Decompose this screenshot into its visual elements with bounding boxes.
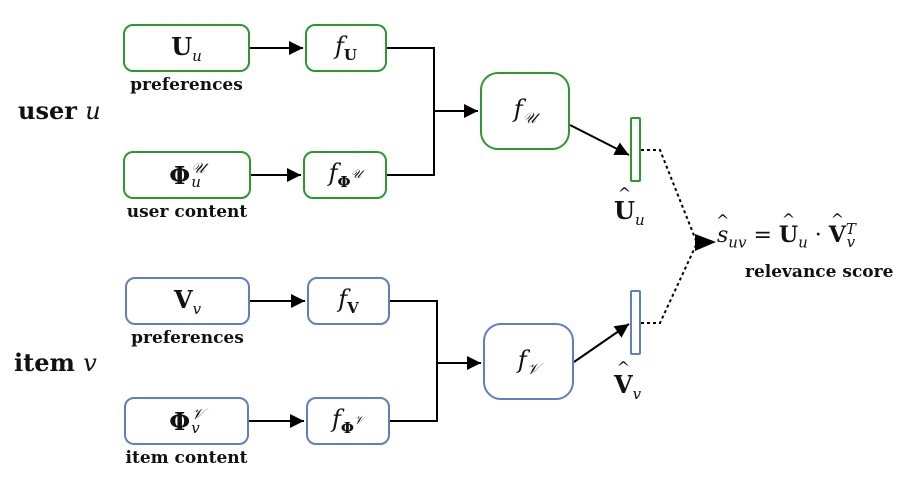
item-word: item	[14, 348, 75, 377]
Phi-sup: 𝒱	[191, 405, 204, 423]
f-symbol: f	[335, 32, 344, 61]
f-subsup: 𝒰	[350, 167, 362, 182]
Uhat-sub: u	[634, 210, 645, 229]
item-label: item v	[14, 348, 97, 377]
user-var: u	[85, 97, 101, 125]
item-preferences-box: Vv	[125, 277, 250, 325]
s-sub: uv	[728, 233, 747, 252]
Phi-symbol: Φ	[169, 160, 191, 190]
f-sub: Φ	[337, 172, 351, 191]
f-sub: V	[347, 298, 359, 317]
V-sub: v	[192, 299, 202, 318]
relevance-score-formula: suv = Uu · VTv	[717, 220, 856, 252]
transpose-sup: T	[845, 220, 856, 238]
Vhat-sub: v	[632, 384, 642, 403]
fPhiU-content-box: fΦ𝒰	[303, 151, 387, 199]
user-content-caption: user content	[126, 202, 248, 222]
Phi-sup: 𝒰	[191, 159, 205, 177]
f-subsup: 𝒱	[353, 413, 364, 428]
Phi-sub: u	[191, 173, 201, 191]
f-symbol: f	[338, 285, 348, 314]
f-sub: 𝒱	[526, 359, 540, 378]
f-sub: Φ	[340, 418, 354, 437]
Uhat-term-sub: u	[798, 233, 808, 252]
user-label: user u	[18, 96, 101, 125]
edge-merge-user	[387, 47, 435, 176]
fPhiV-content-box: fΦ𝒱	[306, 397, 390, 445]
f-symbol: f	[517, 345, 527, 374]
U-symbol: U	[171, 31, 193, 61]
fU-pref-box: fU	[305, 24, 387, 72]
item-embedding-bar	[630, 290, 641, 355]
relevance-score-caption: relevance score	[745, 262, 894, 282]
fV-combine-box: f𝒱	[483, 323, 574, 400]
user-word: user	[18, 96, 77, 125]
fU-combine-box: f𝒰	[480, 72, 570, 150]
Vhat-symbol: V	[614, 370, 633, 399]
s-hat: s	[717, 223, 728, 248]
U-sub: u	[192, 46, 202, 65]
Uhat-term: U	[779, 222, 798, 248]
user-embedding-bar	[630, 117, 641, 182]
Uhat-symbol: U	[614, 196, 635, 225]
item-content-caption: item content	[125, 448, 248, 468]
user-preferences-box: Uu	[123, 24, 250, 72]
f-symbol: f	[332, 405, 341, 434]
Phi-sub: v	[191, 419, 200, 437]
f-symbol: f	[328, 159, 338, 188]
fV-pref-box: fV	[307, 277, 390, 325]
edge-Uhat-to-score	[641, 149, 698, 244]
edge-merge-item	[390, 300, 438, 422]
item-preferences-caption: preferences	[131, 328, 244, 348]
item-embedding-label: Vv	[614, 370, 641, 403]
item-var: v	[83, 349, 97, 377]
dot-operator: ·	[814, 223, 822, 248]
Vhat-term-sub: v	[846, 233, 856, 251]
edge-fV-to-Vhat	[573, 323, 630, 363]
user-embedding-label: Uu	[614, 196, 645, 229]
f-sub: 𝒰	[522, 108, 537, 127]
Phi-symbol: Φ	[169, 406, 191, 436]
equals-sign: =	[753, 223, 772, 248]
edge-Vhat-to-score	[641, 242, 698, 324]
Vhat-term: V	[829, 222, 846, 248]
user-preferences-caption: preferences	[130, 75, 243, 95]
score-arrowhead	[695, 234, 716, 251]
V-symbol: V	[173, 284, 193, 314]
f-sub: U	[343, 45, 357, 64]
f-symbol: f	[513, 95, 523, 124]
edge-fU-to-Uhat	[569, 124, 630, 156]
